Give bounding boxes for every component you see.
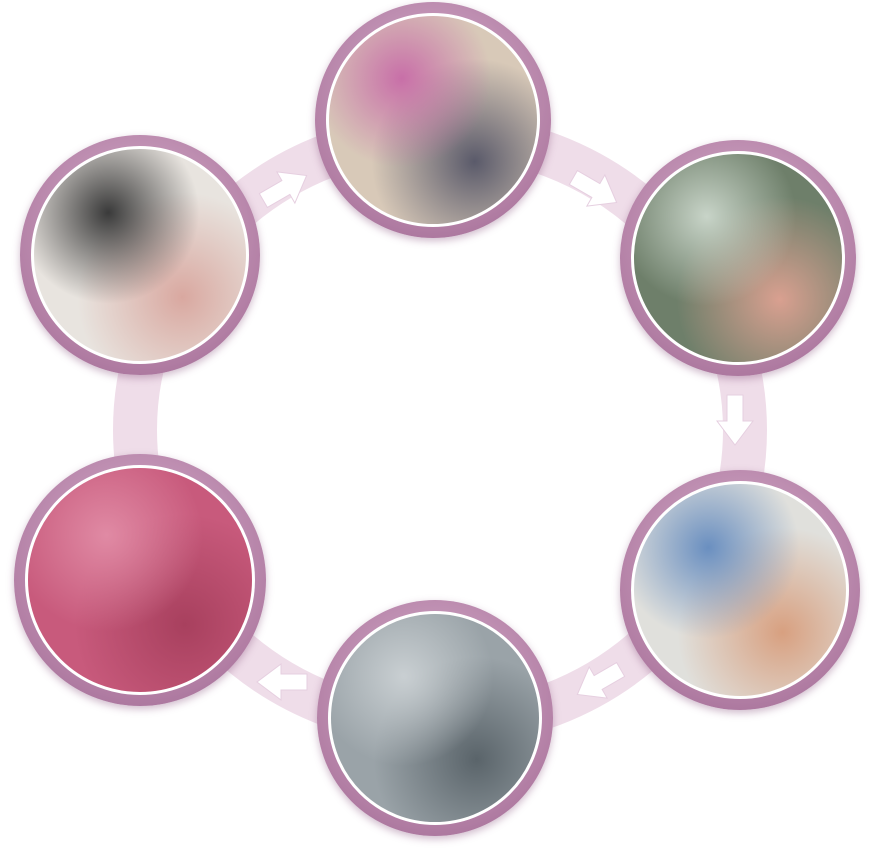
shredding-machine-photo: [328, 611, 542, 825]
flow-arrow-icon: [562, 159, 629, 221]
step-shredded-bricks: [14, 454, 266, 706]
step-destruction-machine: [317, 600, 553, 836]
computer-design-photo: [31, 146, 249, 364]
shredded-money-photo: [25, 465, 255, 695]
step-circulation: [620, 470, 860, 710]
flow-arrow-icon: [715, 393, 755, 447]
flow-arrow-icon: [566, 651, 633, 713]
step-banknote-stacks: [620, 140, 856, 376]
cash-handover-photo: [631, 481, 849, 699]
flow-arrow-icon: [255, 662, 309, 702]
banknote-stack-photo: [631, 151, 845, 365]
printing-press-photo: [326, 13, 540, 227]
step-printing: [315, 2, 551, 238]
flow-arrow-icon: [252, 157, 319, 219]
step-design: [20, 135, 260, 375]
